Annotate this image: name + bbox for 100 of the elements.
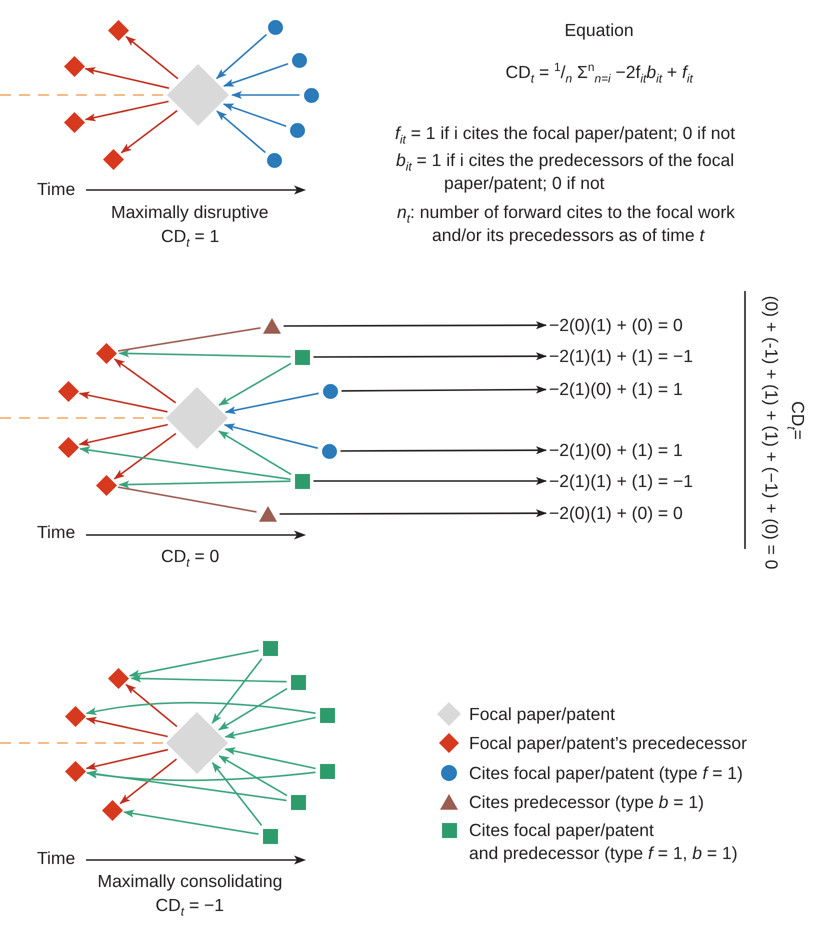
arrow	[118, 480, 291, 488]
legend-label: Focal paper/patent’s precedecessor	[469, 732, 747, 754]
score-calculation: −2(1)(1) + (1) = −1	[549, 344, 693, 368]
arrow	[212, 658, 262, 724]
arrow	[216, 110, 266, 154]
legend-label: Cites focal paper/patent and predecessor (type f = 1, b = 1)	[469, 818, 738, 864]
panel-caption: Maximally disruptive	[111, 200, 269, 224]
time-axis-label: Time	[37, 178, 76, 200]
arrow	[125, 36, 178, 80]
variable-definition: n$_{t}$: number of forward cites to the focal work and/or its precedessors as of time t	[397, 200, 735, 246]
citing-circle	[266, 152, 282, 168]
citing-square	[262, 640, 278, 656]
arrow	[86, 748, 168, 770]
variable-definition: b$_{it}$ = 1 if i cites the predecessors of the focal paper/patent; 0 if not	[396, 148, 734, 194]
arrow	[340, 446, 547, 454]
arrow	[128, 650, 259, 678]
arrow	[84, 67, 170, 89]
focal-paper-diamond	[166, 387, 228, 449]
arrow	[119, 758, 177, 804]
arrow	[218, 430, 292, 476]
score-calculation: −2(1)(1) + (1) = −1	[549, 470, 693, 492]
arrow	[218, 688, 288, 730]
citing-square	[320, 764, 334, 778]
arrow	[216, 34, 267, 80]
arrow	[79, 446, 291, 480]
cd-formula: CD$_{t}$ = $^{1}$/$_{n}$ Σ$^{n}$$_{n=i}$ −2f$_{it}$b$_{it}$ + f$_{it}$	[506, 60, 693, 84]
arrow	[284, 321, 547, 330]
connector-line	[118, 486, 257, 513]
citing-circle	[322, 384, 338, 398]
panel-caption: CD$_{t}$ = −1	[156, 894, 224, 916]
arrow	[114, 432, 176, 480]
citing-square	[320, 708, 334, 722]
arrow	[130, 674, 287, 683]
score-calculation: −2(0)(1) + (0) = 0	[549, 314, 683, 336]
citing-circle	[322, 444, 336, 458]
predecessor-diamond	[102, 148, 124, 170]
predecessor-diamond	[108, 20, 128, 40]
citing-square	[294, 350, 310, 364]
arrow	[78, 392, 168, 413]
arrow	[212, 762, 262, 826]
arrow	[218, 755, 288, 796]
arrow	[125, 684, 178, 728]
arrow	[222, 63, 288, 87]
time-axis-label: Time	[37, 846, 76, 870]
predecessor-diamond	[96, 342, 116, 364]
citing-triangle	[259, 506, 277, 522]
dashed-line	[0, 417, 163, 419]
arrow	[222, 103, 286, 127]
arrow	[280, 509, 547, 518]
arrow	[231, 91, 300, 99]
score-calculation: −2(1)(0) + (1) = 1	[549, 378, 683, 400]
arrow	[86, 770, 316, 782]
dashed-line	[0, 94, 164, 96]
variable-definition: f$_{it}$ = 1 if i cites the focal paper/patent; 0 if not	[395, 122, 736, 144]
predecessor-diamond	[58, 380, 78, 402]
legend-label: Focal paper/patent	[469, 702, 615, 726]
dashed-line	[0, 742, 163, 744]
predecessor-diamond	[102, 800, 122, 820]
connector-line	[118, 327, 261, 352]
score-calculation: −2(0)(1) + (0) = 0	[549, 502, 683, 524]
arrow	[224, 392, 319, 414]
arrow	[224, 423, 318, 449]
citing-square	[290, 674, 306, 690]
citing-square	[290, 794, 306, 810]
predecessor-diamond	[58, 436, 78, 458]
arrow	[86, 770, 287, 802]
citing-circle	[292, 52, 306, 68]
arrow	[114, 358, 176, 404]
predecessor-diamond	[108, 668, 128, 688]
arrow	[314, 477, 547, 485]
predecessor-diamond	[64, 706, 86, 726]
predecessor-diamond	[64, 56, 84, 76]
score-calculation: −2(1)(0) + (1) = 1	[549, 438, 683, 462]
arrow	[218, 362, 292, 406]
citing-square	[294, 474, 310, 488]
time-axis-label: Time	[37, 520, 76, 544]
legend-label: Cites focal paper/patent (type f = 1)	[469, 762, 743, 784]
arrow	[118, 350, 291, 358]
citing-circle	[290, 122, 304, 138]
arrow	[120, 110, 178, 154]
arrow	[84, 100, 169, 122]
predecessor-diamond	[64, 112, 84, 132]
arrow	[224, 747, 316, 770]
panel-caption: CD$_{t}$ = 0	[161, 544, 220, 568]
citing-triangle	[263, 318, 281, 334]
focal-paper-diamond	[167, 64, 229, 126]
arrow	[342, 386, 547, 394]
focal-paper-diamond	[166, 712, 228, 774]
legend-label: Cites predecessor (type b = 1)	[469, 790, 704, 814]
predecessor-diamond	[64, 760, 86, 782]
arrow	[78, 424, 168, 446]
arrow	[123, 810, 259, 835]
predecessor-diamond	[96, 474, 116, 496]
arrow	[86, 716, 168, 738]
citing-square	[262, 828, 278, 844]
citing-circle	[304, 88, 318, 102]
arrow	[224, 716, 316, 739]
equation-heading: Equation	[564, 18, 634, 42]
panel-caption: CD$_{t}$ = 1	[161, 224, 220, 248]
arrow	[314, 352, 547, 360]
